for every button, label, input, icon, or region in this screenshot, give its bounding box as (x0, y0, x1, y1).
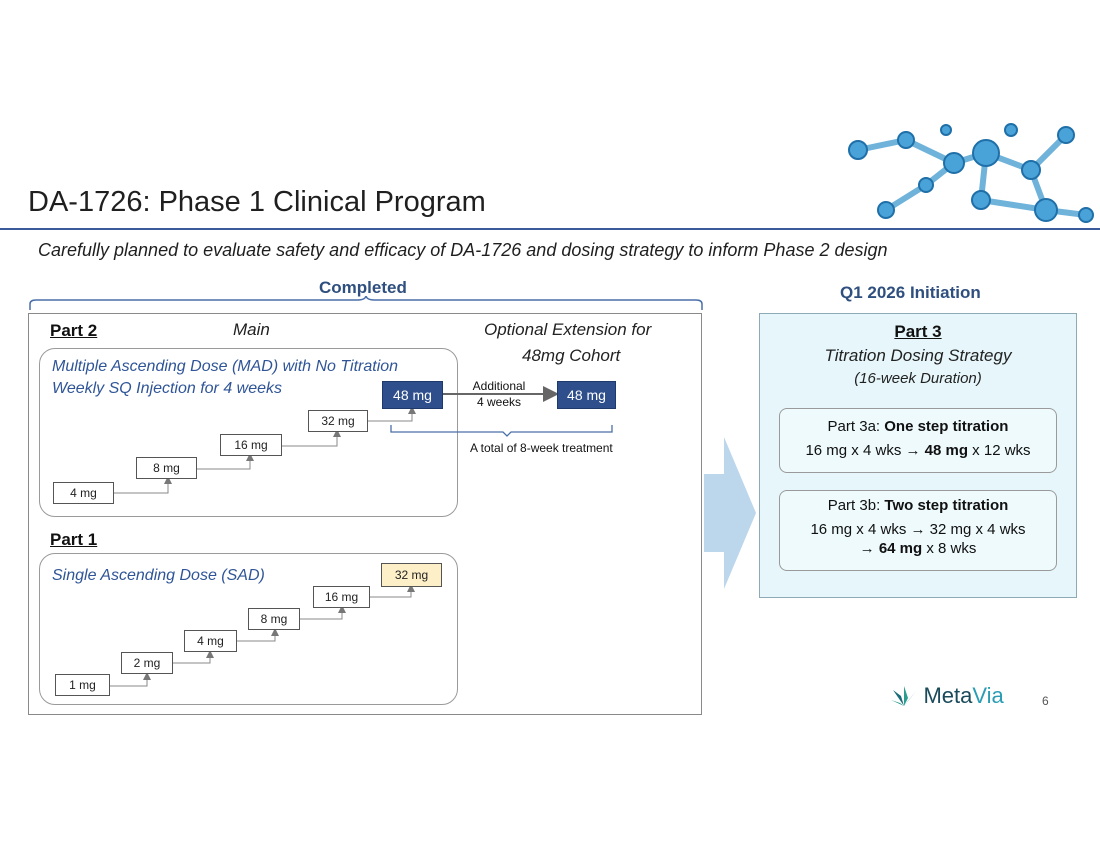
part2-desc-line2: Weekly SQ Injection for 4 weeks (52, 380, 283, 397)
molecule-image (836, 115, 1100, 228)
part3a-prefix: Part 3a: (827, 418, 885, 435)
part1-dose-box: 8 mg (248, 608, 300, 630)
part1-desc: Single Ascending Dose (SAD) (52, 567, 265, 584)
extension-label-line2: 48mg Cohort (522, 346, 621, 365)
part1-dose-box: 16 mg (313, 586, 370, 608)
slide-title: DA-1726: Phase 1 Clinical Program (28, 186, 486, 218)
part1-heading: Part 1 (50, 530, 98, 549)
part3b-line2-dose: 64 mg (878, 540, 923, 557)
completed-panel (28, 313, 702, 715)
extension-label-line1: Optional Extension for (484, 320, 652, 339)
part2-desc-line1: Multiple Ascending Dose (MAD) with No Ti… (52, 358, 399, 375)
part2-dose-box: 4 mg (53, 482, 114, 504)
part3b-line2-start: → (859, 540, 879, 557)
leaf-logo-icon (891, 686, 916, 706)
part3a-regimen: 16 mg x 4 wks → 48 mg x 12 wks (780, 442, 1056, 459)
logo-text-meta: Meta (923, 683, 973, 708)
part3a-name: One step titration (884, 418, 1009, 435)
part3b-regimen-line2: → 64 mg x 8 wks (780, 540, 1056, 557)
part3-duration: (16-week Duration) (854, 370, 982, 387)
part3a-regimen-start: 16 mg x 4 wks → (805, 442, 925, 459)
part3b-name: Two step titration (884, 497, 1009, 514)
part2-heading: Part 2 (50, 321, 98, 340)
part1-dose-box: 4 mg (184, 630, 237, 652)
part1-sad-box (39, 553, 458, 705)
extension-dose-box: 48 mg (557, 381, 616, 409)
part2-dose-box: 16 mg (220, 434, 282, 456)
part3b-title: Part 3b: Two step titration (780, 497, 1056, 514)
part1-dose-box: 2 mg (121, 652, 173, 674)
part3-heading-text: Part 3 (894, 322, 942, 341)
part3a-title: Part 3a: One step titration (780, 418, 1056, 435)
part3b-box: Part 3b: Two step titration 16 mg x 4 wk… (779, 490, 1057, 571)
part1-dose-box: 1 mg (55, 674, 110, 696)
part3a-box: Part 3a: One step titration 16 mg x 4 wk… (779, 408, 1057, 473)
completed-bracket (29, 296, 703, 310)
part2-dose-box: 8 mg (136, 457, 197, 479)
part2-dose-48-box: 48 mg (382, 381, 443, 409)
part3a-regimen-end: x 12 wks (968, 442, 1031, 459)
part3a-regimen-dose: 48 mg (924, 442, 969, 459)
title-divider (0, 228, 1100, 230)
part2-main-label: Main (233, 320, 270, 339)
total-treatment-note: A total of 8-week treatment (470, 441, 613, 455)
part3b-regimen-line1: 16 mg x 4 wks → 32 mg x 4 wks (810, 521, 1026, 538)
part3b-prefix: Part 3b: (827, 497, 885, 514)
logo-text-via: Via (972, 683, 1004, 708)
part3-strategy: Titration Dosing Strategy (824, 346, 1012, 365)
part3-heading: Part 3 (759, 322, 1077, 342)
metavia-logo: MetaVia (889, 683, 1004, 711)
additional-label-line2: 4 weeks (476, 395, 522, 409)
part2-dose-box: 32 mg (308, 410, 368, 432)
part1-dose-32-box: 32 mg (381, 563, 442, 587)
completed-label: Completed (319, 278, 407, 297)
page-number: 6 (1042, 694, 1049, 708)
additional-label-line1: Additional (472, 379, 526, 393)
part3b-line2-end: x 8 wks (922, 540, 977, 557)
slide-subtitle: Carefully planned to evaluate safety and… (38, 240, 888, 260)
progress-arrow-icon (704, 437, 756, 589)
initiation-label: Q1 2026 Initiation (840, 283, 981, 302)
